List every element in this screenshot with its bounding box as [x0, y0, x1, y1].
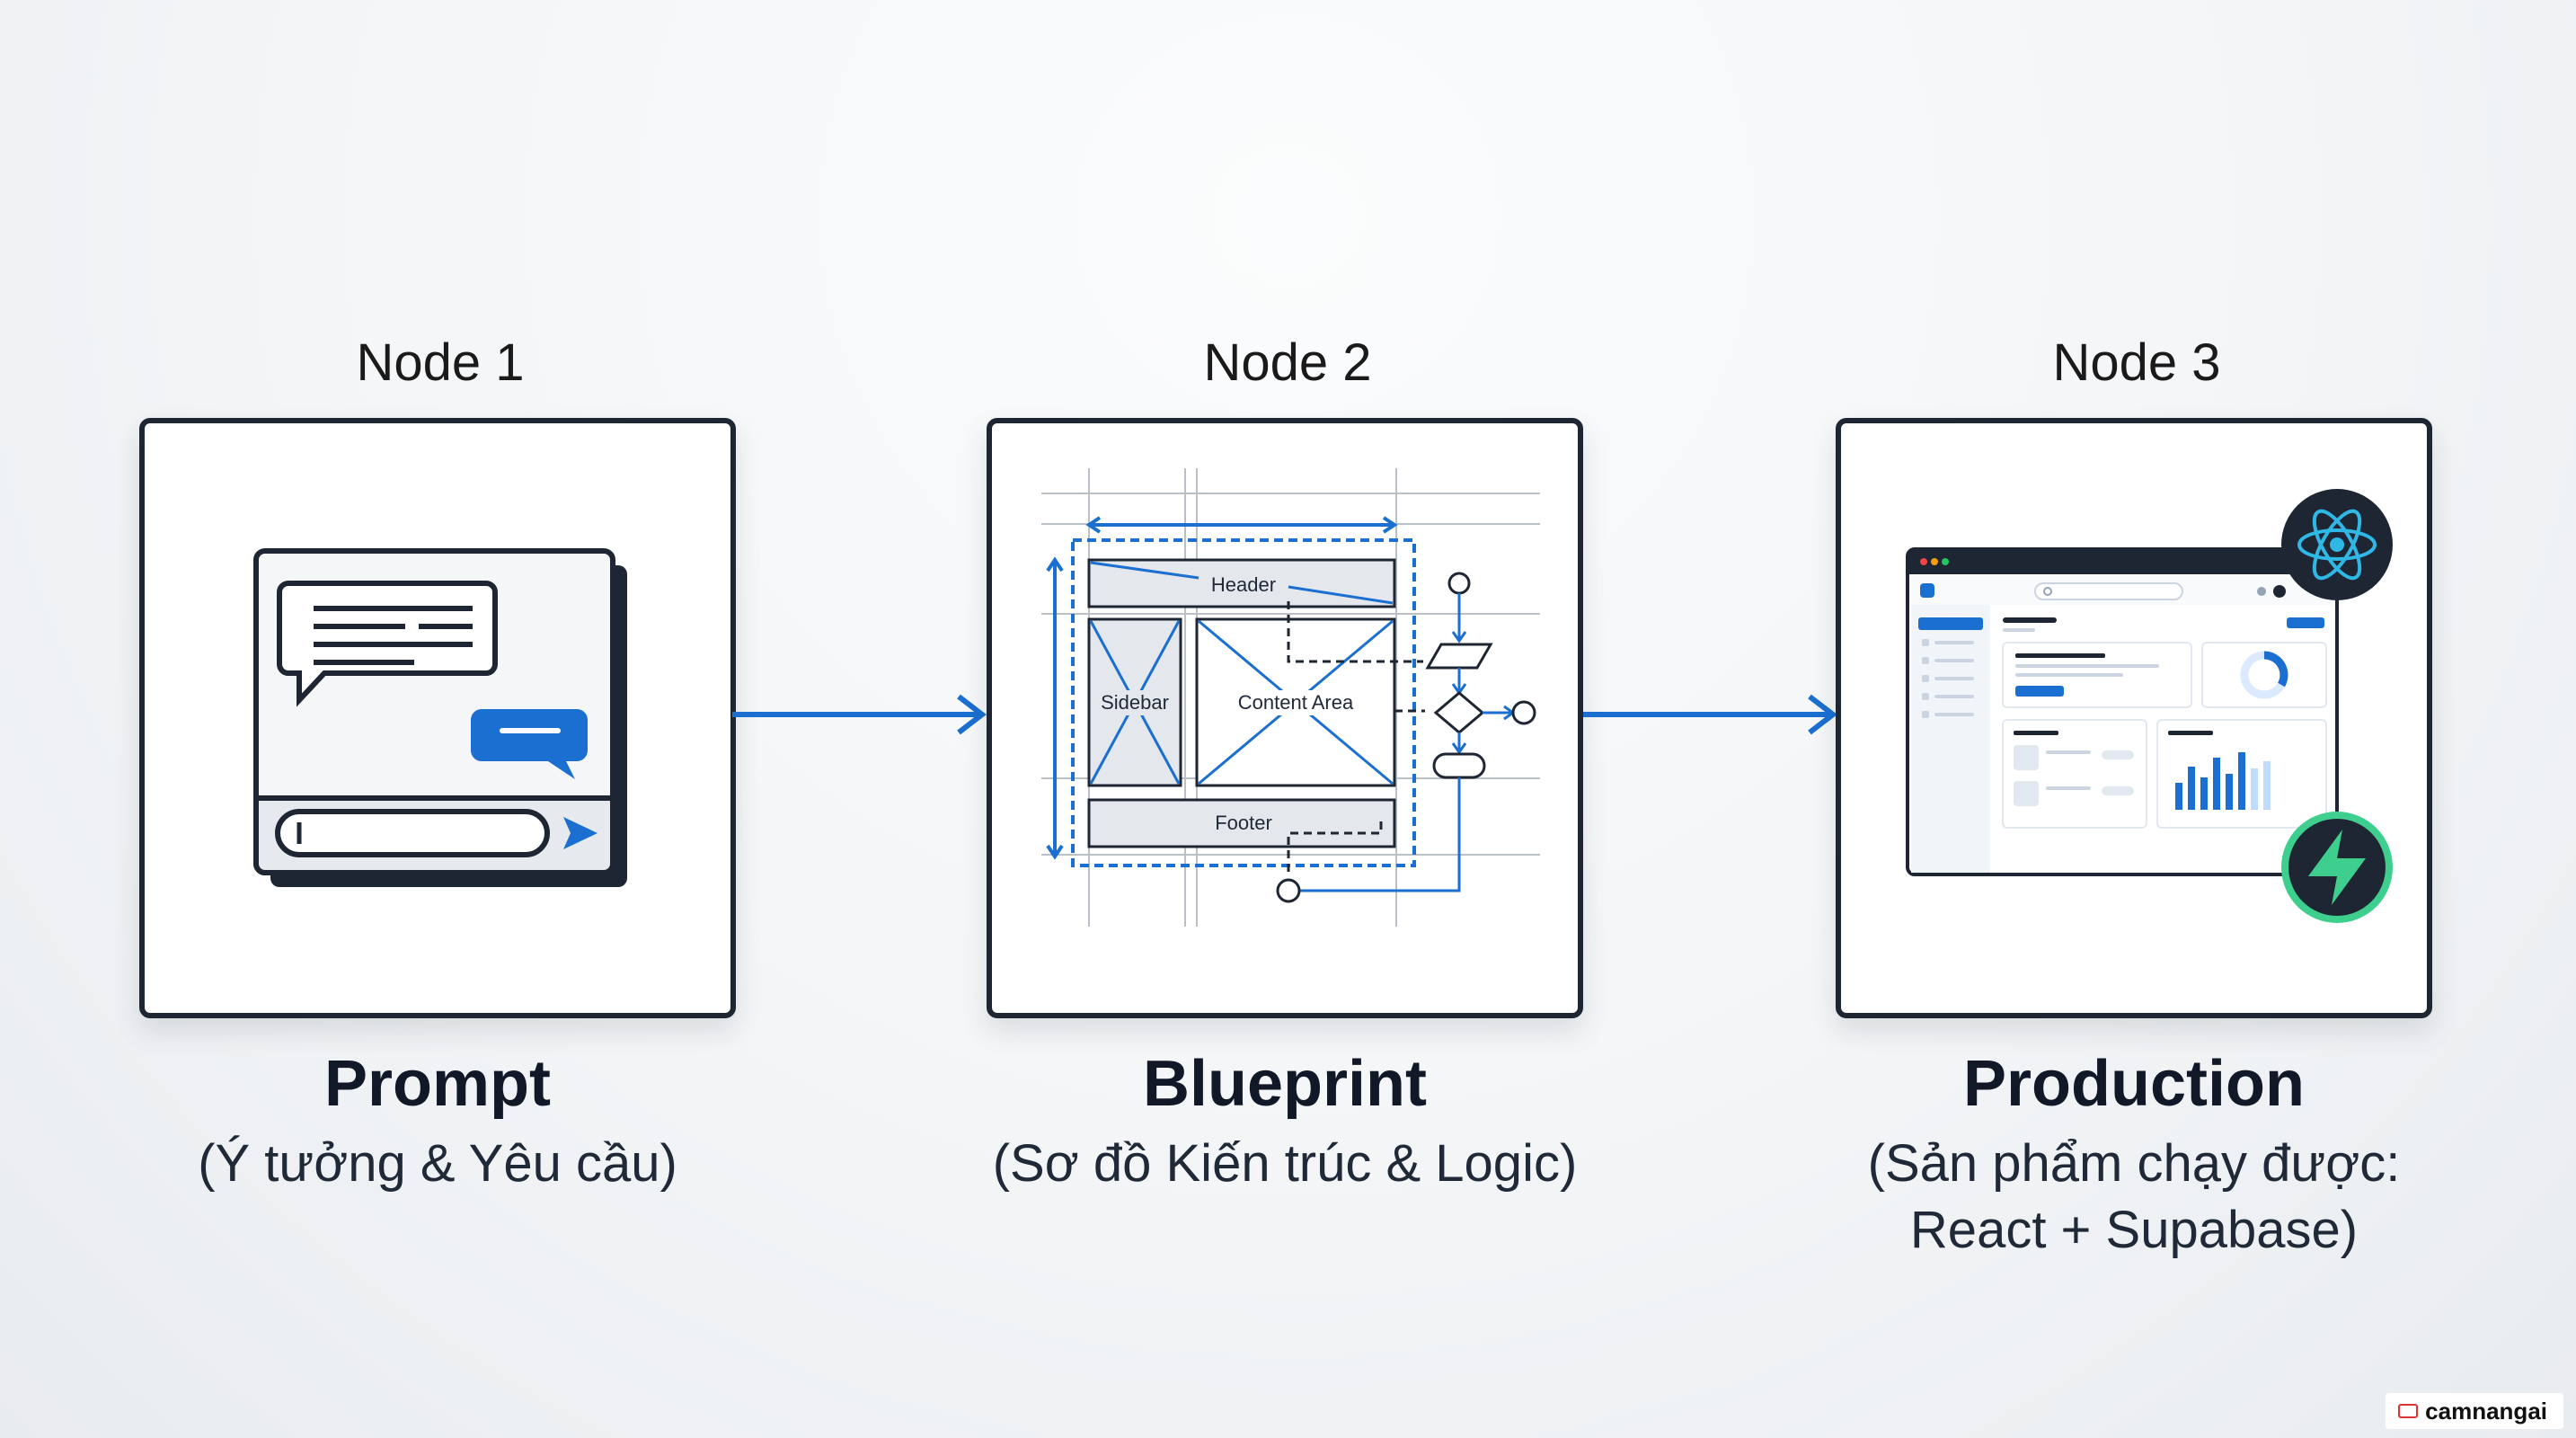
speech-bubble-icon [277, 581, 498, 707]
prompt-title: Prompt [324, 1048, 551, 1120]
header-label: Header [1211, 573, 1276, 596]
book-icon [2398, 1404, 2419, 1418]
wireframe-header: Header [1087, 558, 1396, 608]
watermark-text: camnangai [2425, 1397, 2547, 1425]
footer-label: Footer [1215, 812, 1272, 834]
chat-window-icon [253, 548, 627, 887]
supabase-icon [2281, 812, 2393, 923]
sidebar-label: Sidebar [1101, 691, 1169, 714]
node-1-label: Node 1 [356, 333, 525, 392]
flow-arrow-1 [732, 694, 987, 735]
message-input-icon [275, 809, 550, 857]
wireframe-content-area: Content Area [1195, 617, 1396, 787]
wireframe-diagram: Header Sidebar Content Area Footer [1041, 468, 1540, 927]
wireframe-sidebar: Sidebar [1087, 617, 1182, 787]
dashboard-icon [1906, 489, 2393, 923]
production-subtitle-line-1: (Sản phẩm chạy được: [1867, 1134, 2401, 1193]
node-2-label: Node 2 [1203, 333, 1372, 392]
reply-bubble-icon [471, 709, 588, 779]
production-subtitle: (Sản phẩm chạy được: React + Supabase) [1793, 1131, 2475, 1264]
prompt-subtitle: (Ý tưởng & Yêu cầu) [198, 1134, 677, 1193]
blueprint-card: Header Sidebar Content Area Footer [987, 418, 1583, 1018]
production-card [1836, 418, 2432, 1018]
flow-arrow-2 [1583, 694, 1837, 735]
wireframe-footer: Footer [1087, 798, 1396, 848]
production-subtitle-line-2: React + Supabase) [1909, 1201, 2359, 1259]
blueprint-subtitle: (Sơ đồ Kiến trúc & Logic) [992, 1134, 1578, 1193]
watermark-badge: camnangai [2386, 1393, 2563, 1429]
content-area-label: Content Area [1238, 691, 1354, 714]
node-3-label: Node 3 [2052, 333, 2221, 392]
prompt-card [139, 418, 736, 1018]
production-title: Production [1963, 1048, 2305, 1120]
send-icon [563, 817, 598, 849]
react-icon [2281, 489, 2393, 600]
blueprint-title: Blueprint [1143, 1048, 1427, 1120]
flowchart-icon [1276, 572, 1536, 903]
